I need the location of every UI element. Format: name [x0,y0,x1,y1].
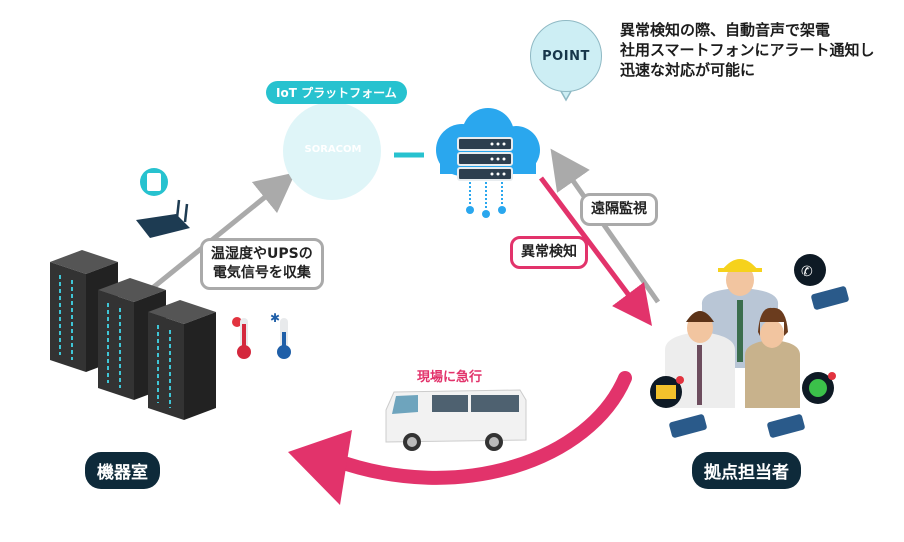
call-notification-icon: ✆ [794,254,849,310]
svg-text:✱: ✱ [270,311,280,325]
svg-text:✆: ✆ [801,264,813,280]
collect-line: 温湿度やUPSの [211,246,313,262]
dispatch-arrowhead [288,430,352,505]
soracom-platform-circle [283,102,381,200]
rush-to-site-label: 現場に急行 [417,370,483,385]
point-line: 迅速な対応が可能に [620,61,756,79]
collect-arrow [148,172,296,292]
iot-platform-label: IoT プラットフォーム [266,81,407,104]
mail-notification-icon [650,376,707,438]
router-icon [136,168,190,238]
soracom-logo-text: SORACOM [304,144,362,155]
anomaly-arrow [539,176,652,326]
collect-signals-callout: 温湿度やUPSの 電気信号を収集 [200,238,324,290]
staff-people-icon [665,259,800,408]
server-cloud-icon [436,108,540,218]
remote-monitoring-callout: 遠隔監視 [580,193,658,226]
point-description: 異常検知の際、自動音声で架電 社用スマートフォンにアラート通知し 迅速な対応が可… [620,20,875,80]
collect-line: 電気信号を収集 [212,265,311,281]
cold-thermometer-icon: ✱ [270,311,291,359]
machine-room-label: 機器室 [85,452,160,489]
dispatch-curve [328,371,632,485]
anomaly-detection-callout: 異常検知 [510,236,588,269]
point-line: 異常検知の際、自動音声で架電 [620,21,831,39]
remote-monitoring-arrow [550,148,661,304]
chat-notification-icon [767,372,836,438]
point-badge: POINT [530,20,602,92]
site-staff-label: 拠点担当者 [692,452,801,489]
server-racks-icon [50,250,216,420]
hot-thermometer-icon [232,317,251,359]
van-icon [385,389,527,451]
point-line: 社用スマートフォンにアラート通知し [620,41,875,59]
